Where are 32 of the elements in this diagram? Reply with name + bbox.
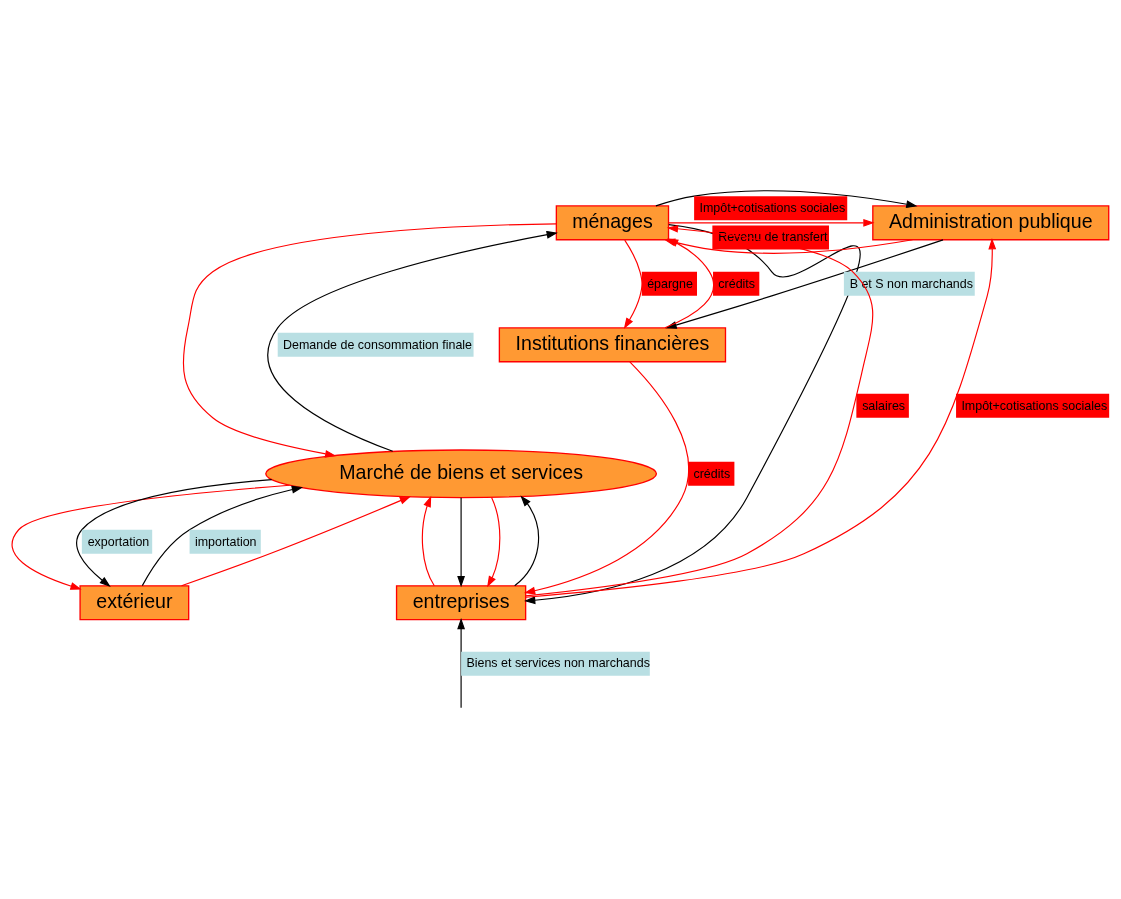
arrow <box>523 361 690 595</box>
node-box: entreprises <box>395 585 527 621</box>
arrow <box>623 239 643 330</box>
arrow <box>487 496 501 588</box>
arrow <box>76 478 273 587</box>
edge-label: Impôt+cotisations sociales <box>961 398 1108 413</box>
edge-label: crédits <box>693 466 731 481</box>
edge-label: épargne <box>647 276 693 291</box>
edge-label: Impôt+cotisations sociales <box>699 200 846 215</box>
arrow <box>141 485 303 587</box>
edge-label: Revenu de transfert <box>718 230 828 245</box>
edge-label: B et S non marchands <box>849 276 973 291</box>
arrow <box>267 230 558 452</box>
edge-label: Demande de consommation finale <box>283 337 473 352</box>
arrow <box>421 495 435 587</box>
arrow <box>457 497 466 588</box>
arrow <box>514 495 540 587</box>
arrow <box>181 496 411 587</box>
edge-label: salaires <box>862 398 906 413</box>
arrow <box>182 223 557 458</box>
edge-label: importation <box>194 534 257 549</box>
edge-label: exportation <box>87 534 150 549</box>
arrow <box>655 190 918 209</box>
edge-label: crédits <box>718 276 756 291</box>
arrow <box>457 617 466 709</box>
edge-label: Biens et services non marchands <box>466 656 650 671</box>
arrow <box>11 484 291 590</box>
arrow <box>668 218 875 227</box>
node-box: Administration publique <box>872 205 1110 241</box>
node-box: extérieur <box>79 585 190 621</box>
node-box: ménages <box>555 205 670 241</box>
node-box: Institutions financières <box>498 327 727 363</box>
